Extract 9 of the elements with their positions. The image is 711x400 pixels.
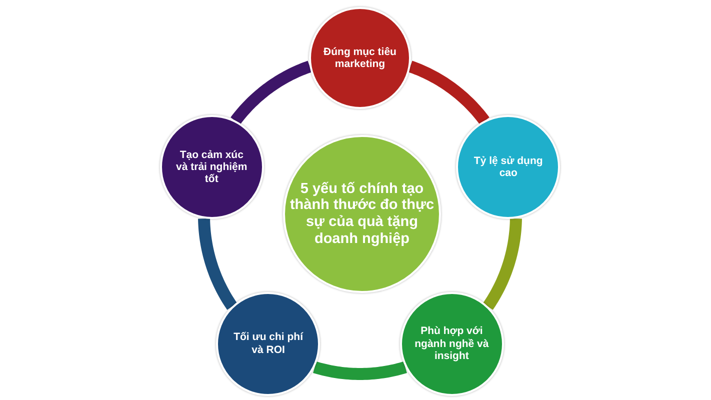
node-label: 5 yếu tố chính tạo thành thước đo thực sự của quà tặng doanh nghiệp: [288, 180, 436, 248]
ring-connector: [406, 60, 490, 126]
node-label: Tỷ lệ sử dụng cao: [472, 154, 544, 180]
ring-connector: [310, 361, 410, 380]
ring-connector: [230, 60, 314, 126]
node-label: Phù hợp với ngành nghề và insight: [414, 325, 490, 362]
node-label: Đúng mục tiêu marketing: [322, 46, 398, 70]
node-label: Tối ưu chi phí và ROI: [232, 331, 304, 356]
node-label: Tạo cảm xúc và trải nghiệm tốt: [175, 148, 248, 186]
